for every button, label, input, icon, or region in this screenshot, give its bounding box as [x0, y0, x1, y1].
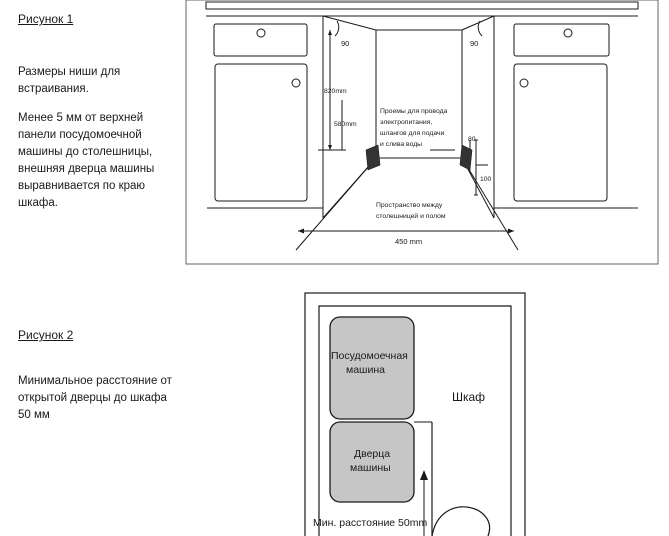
dishwasher-label-line: Посудомоечная [331, 350, 408, 362]
text-line: 50 мм [18, 409, 50, 421]
min-distance-label: Мин. расстояние 50mm [313, 517, 427, 529]
space-note-line: столешницей и полом [376, 212, 446, 220]
door-box [329, 421, 415, 503]
width-450-label: 450 mm [395, 237, 422, 246]
space-note-line: Пространство между [376, 202, 443, 209]
text-line: Минимальное расстояние от [18, 375, 172, 387]
dimension-80-label: 80 [468, 136, 476, 143]
dishwasher-label-line: машина [346, 364, 385, 376]
figure-2-label: Рисунок 2 [18, 328, 74, 342]
text-line: внешняя дверца машины [18, 163, 155, 175]
cabinet-label: Шкаф [452, 390, 485, 404]
figure-1-description: Менее 5 мм от верхней панели посудомоечн… [18, 110, 154, 212]
text-line: шкафа. [18, 197, 58, 209]
figure-1-niche-heading: Размеры ниши для встраивания. [18, 64, 120, 98]
door-label-line: Дверца [354, 448, 390, 460]
dimension-100-label: 100 [480, 176, 492, 183]
niche-dimensions-diagram: 90 90 820mm 580mm Проемы для провода эле… [185, 0, 659, 265]
text-line: выравнивается по краю [18, 180, 146, 192]
text-line: машины до столешницы, [18, 146, 153, 158]
text-line: панели посудомоечной [18, 129, 142, 141]
text-line: Размеры ниши для [18, 66, 121, 78]
height-580-label: 580mm [334, 121, 357, 128]
left-angle-label: 90 [341, 39, 349, 48]
height-820-label: 820mm [324, 88, 347, 95]
text-line: открытой дверцы до шкафа [18, 392, 167, 404]
openings-note-line: электропитания, [380, 119, 432, 126]
dishwasher-box [329, 316, 415, 420]
openings-note-line: шлангов для подачи [380, 130, 445, 137]
figure-2-description: Минимальное расстояние от открытой дверц… [18, 373, 172, 424]
right-angle-label: 90 [470, 39, 478, 48]
figure-1-label: Рисунок 1 [18, 12, 74, 26]
openings-note-line: Проемы для провода [380, 108, 448, 115]
text-line: встраивания. [18, 83, 89, 95]
openings-note-line: и слива воды [380, 141, 422, 148]
text-line: Менее 5 мм от верхней [18, 112, 144, 124]
door-label-line: машины [350, 462, 391, 474]
